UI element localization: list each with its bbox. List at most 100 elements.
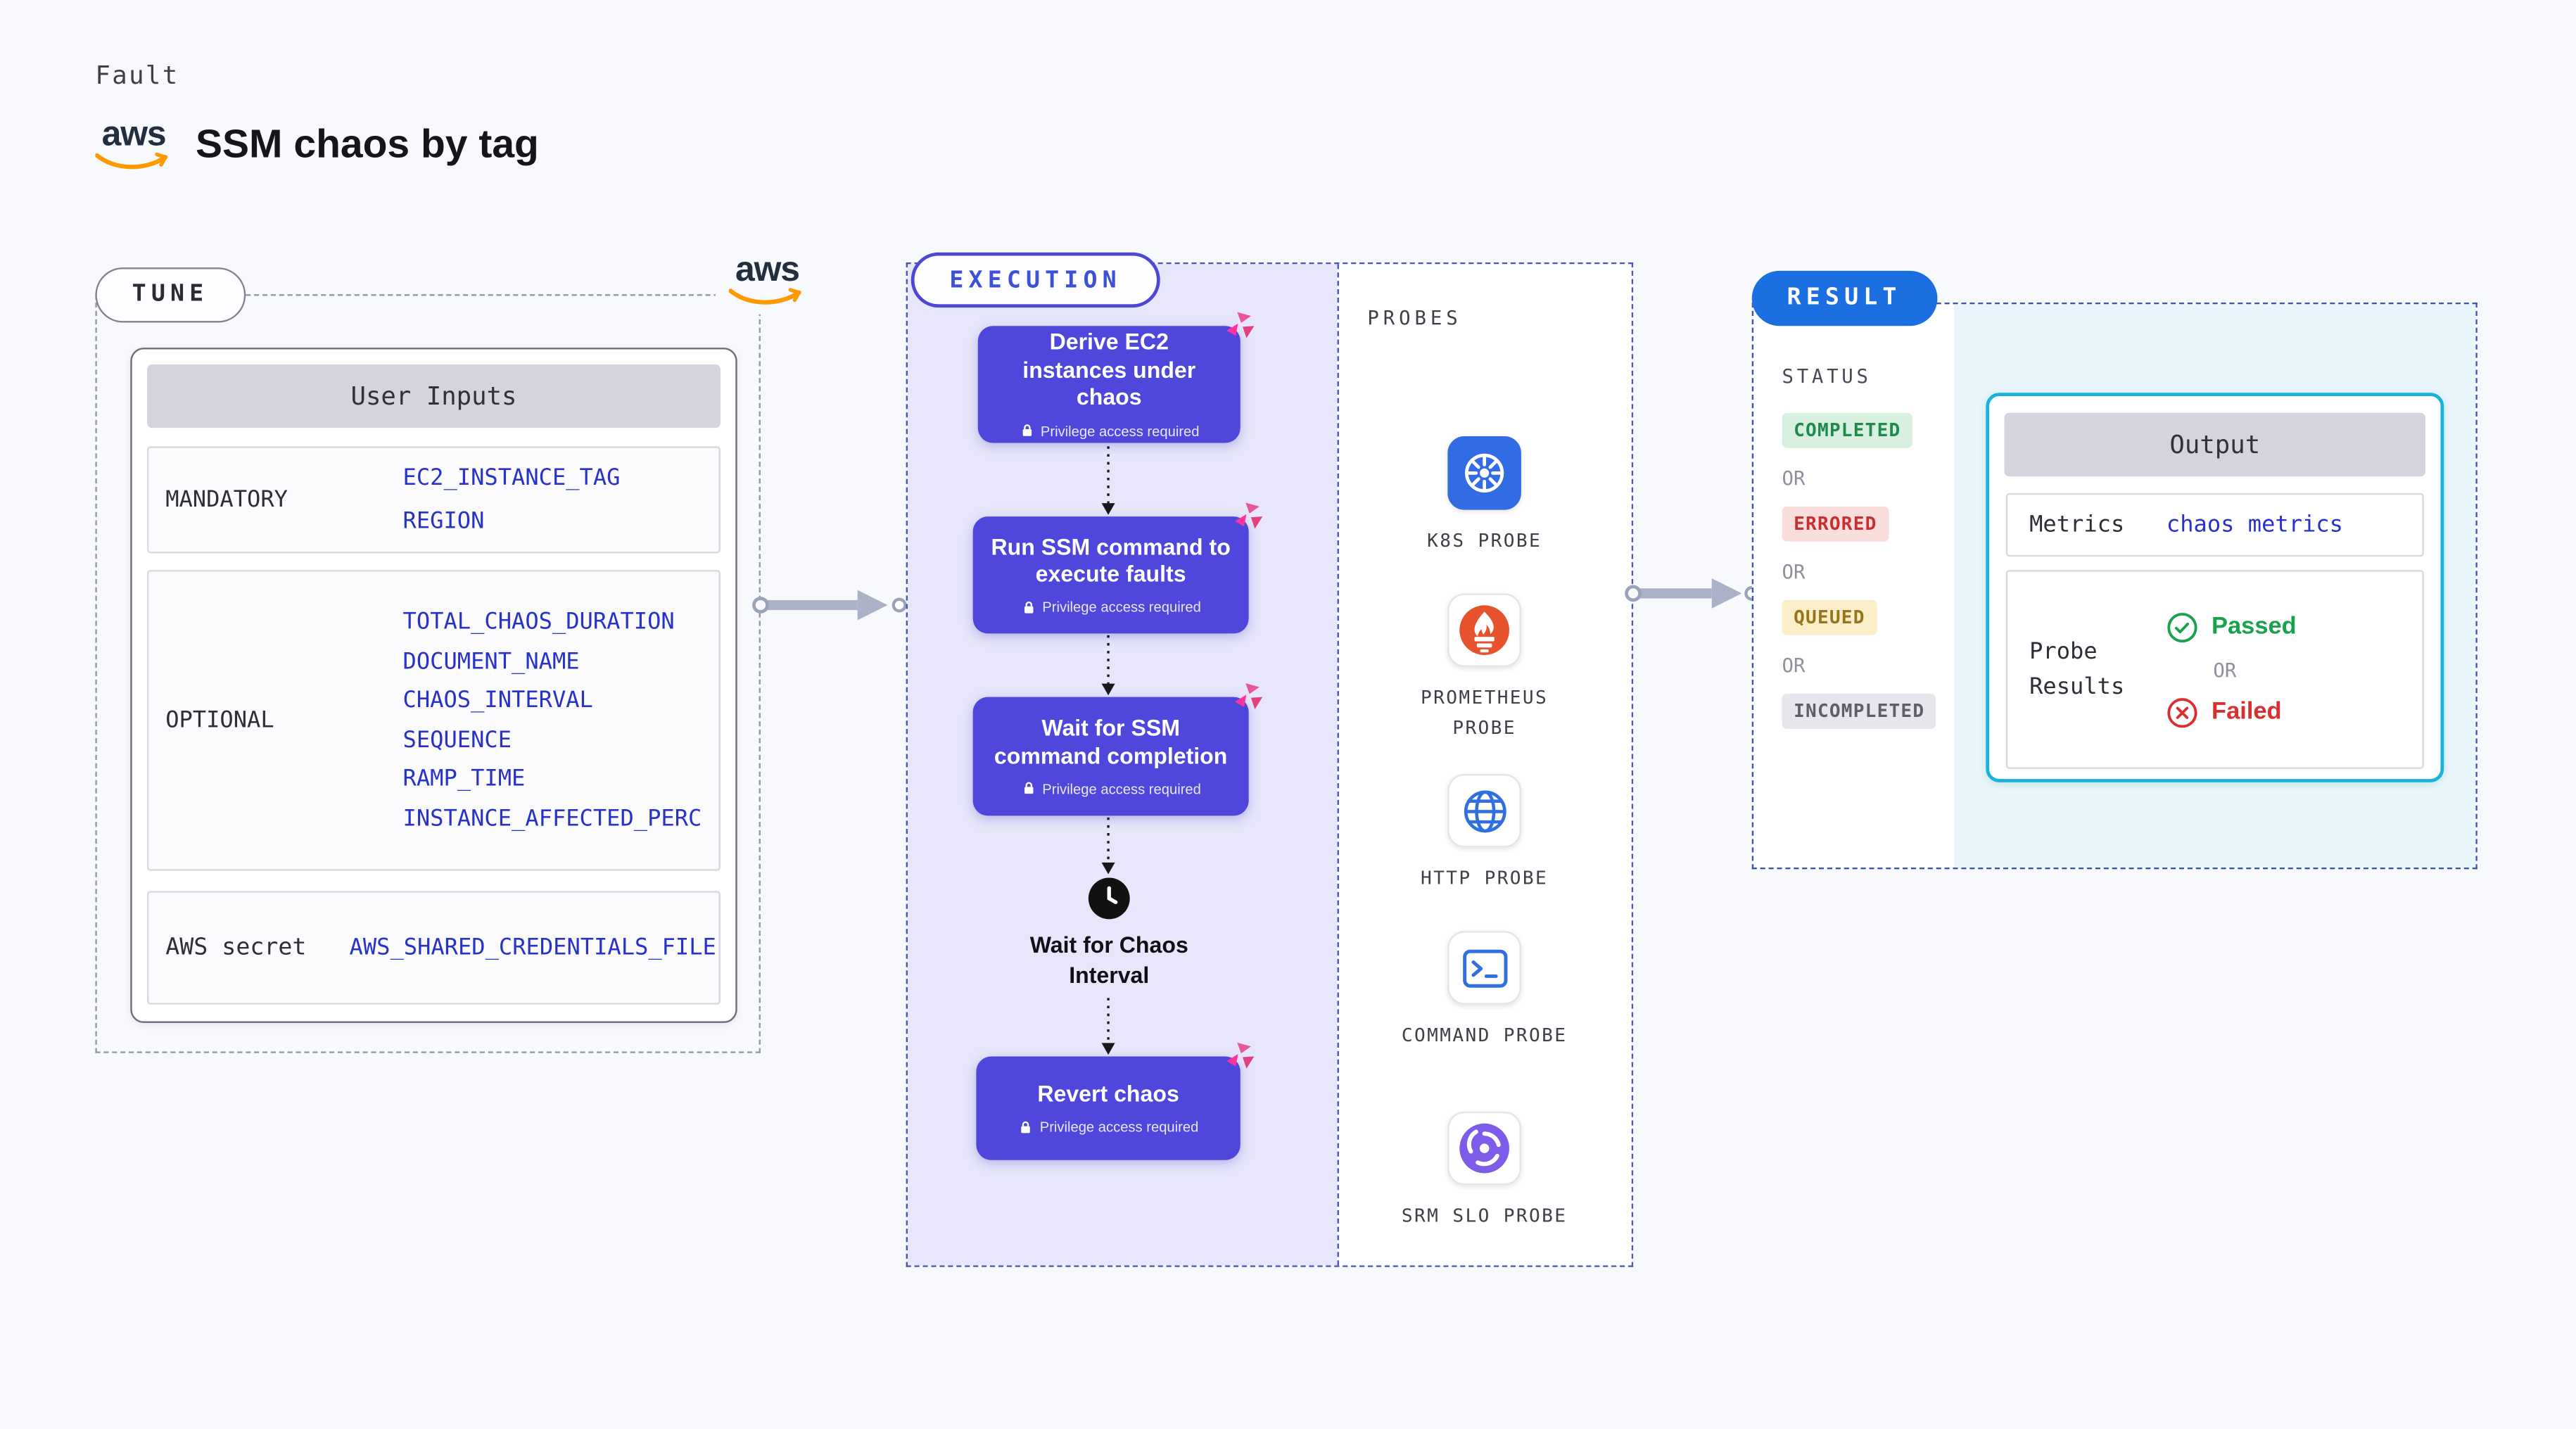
probe-label: HTTP PROBE	[1421, 867, 1549, 889]
mandatory-row: MANDATORY EC2_INSTANCE_TAG REGION	[147, 446, 721, 554]
or-label: OR	[1782, 559, 1806, 584]
aws-smile-icon	[728, 288, 801, 305]
privilege-badge-label: Privilege access required	[1039, 1118, 1199, 1136]
metrics-value: chaos metrics	[2166, 511, 2343, 538]
output-header: Output	[2004, 412, 2426, 477]
status-badge-errored: ERRORED	[1782, 506, 1889, 542]
title-row: aws SSM chaos by tag	[95, 117, 539, 174]
aws-logo: aws	[95, 117, 172, 174]
env-variable: REGION	[402, 508, 485, 535]
privilege-badge-label: Privilege access required	[1040, 422, 1200, 440]
prometheus-icon	[1447, 593, 1521, 667]
probe-label: SRM SLO PROBE	[1401, 1205, 1568, 1227]
row-label: AWS secret	[165, 934, 307, 962]
probe-results-values: Passed OR Failed	[2166, 571, 2297, 767]
aws-secret-row: AWS secret AWS_SHARED_CREDENTIALS_FILE	[147, 891, 721, 1005]
clock-icon	[1088, 877, 1130, 920]
probe-results-label: Probe Results	[2029, 639, 2125, 700]
status-badge-completed: COMPLETED	[1782, 412, 1913, 448]
step-derive-ec2-instances: Derive EC2 instances under chaos Privile…	[977, 312, 1255, 443]
env-variable: AWS_SHARED_CREDENTIALS_FILE	[349, 934, 716, 962]
output-card: Output Metrics chaos metrics Probe Resul…	[1986, 393, 2444, 782]
failed-line: Failed	[2166, 696, 2297, 728]
execution-pill: EXECUTION	[911, 252, 1160, 308]
step-run-ssm-command: Run SSM command to execute faults Privil…	[972, 502, 1263, 634]
flow-connector	[1101, 635, 1115, 696]
step-revert-chaos: Revert chaos Privilege access required	[976, 1042, 1255, 1160]
check-circle-icon	[2167, 611, 2197, 642]
privilege-badge-label: Privilege access required	[1042, 780, 1201, 798]
tune-section	[95, 294, 761, 1053]
user-inputs-header: User Inputs	[147, 364, 721, 428]
lock-icon	[1021, 1121, 1030, 1133]
metrics-label: Metrics	[2029, 511, 2125, 538]
row-values: AWS_SHARED_CREDENTIALS_FILE	[350, 893, 716, 1003]
lock-icon	[1023, 601, 1033, 614]
kubernetes-icon	[1447, 436, 1521, 510]
env-variable: DOCUMENT_NAME	[402, 648, 580, 675]
or-label: OR	[1782, 653, 1806, 678]
lock-icon	[1022, 424, 1031, 437]
or-label: OR	[1782, 466, 1806, 490]
probe-results-row: Probe Results Passed OR Failed	[2005, 570, 2424, 769]
probe-k8s: K8S PROBE	[1389, 436, 1580, 557]
step-title: Revert chaos	[1037, 1081, 1179, 1107]
step-title: Derive EC2 instances under chaos	[1022, 329, 1196, 410]
probe-label: PROMETHEUS PROBE	[1421, 687, 1549, 739]
aws-smile-icon	[95, 152, 168, 170]
env-variable: SEQUENCE	[402, 726, 512, 754]
fault-kicker: Fault	[95, 60, 179, 91]
status-badge-incompleted: INCOMPLETED	[1782, 693, 1936, 729]
env-variable: TOTAL_CHAOS_DURATION	[402, 609, 675, 636]
chaos-icon	[1226, 1042, 1255, 1069]
probes-heading: PROBES	[1367, 305, 1462, 330]
flow-arrow	[752, 590, 907, 621]
step-title: Wait for SSM command completion	[994, 715, 1228, 768]
chaos-icon	[1235, 683, 1263, 710]
row-values: TOTAL_CHAOS_DURATION DOCUMENT_NAME CHAOS…	[403, 571, 702, 869]
env-variable: INSTANCE_AFFECTED_PERC	[402, 805, 702, 832]
flow-connector	[1101, 446, 1115, 515]
probe-http: HTTP PROBE	[1389, 773, 1580, 894]
probes-panel	[1337, 264, 1632, 1266]
result-pill: RESULT	[1751, 270, 1937, 326]
aws-wordmark: aws	[735, 250, 800, 289]
srm-slo-icon	[1447, 1111, 1521, 1186]
x-circle-icon	[2167, 697, 2197, 728]
probe-label: K8S PROBE	[1427, 530, 1542, 552]
step-wait-ssm-completion: Wait for SSM command completion Privileg…	[972, 683, 1263, 816]
tune-pill: TUNE	[95, 267, 246, 323]
probe-label: COMMAND PROBE	[1401, 1024, 1568, 1047]
privilege-badge: Privilege access required	[989, 780, 1231, 797]
env-variable: EC2_INSTANCE_TAG	[402, 464, 621, 492]
failed-label: Failed	[2212, 699, 2282, 726]
status-badge-queued: QUEUED	[1782, 599, 1877, 635]
privilege-badge: Privilege access required	[989, 599, 1231, 616]
flow-arrow	[1625, 578, 1760, 609]
lock-icon	[1023, 782, 1033, 795]
privilege-badge: Privilege access required	[995, 422, 1224, 439]
chaos-icon	[1226, 312, 1255, 338]
terminal-icon	[1447, 931, 1521, 1005]
step-title: Run SSM command to execute faults	[991, 534, 1231, 587]
globe-icon	[1447, 773, 1521, 848]
probe-command: COMMAND PROBE	[1389, 931, 1580, 1051]
optional-row: OPTIONAL TOTAL_CHAOS_DURATION DOCUMENT_N…	[147, 570, 721, 871]
row-label: OPTIONAL	[165, 706, 274, 734]
metrics-row: Metrics chaos metrics	[2005, 493, 2424, 557]
aws-wordmark: aws	[101, 115, 167, 154]
chaos-icon	[1235, 502, 1263, 529]
env-variable: RAMP_TIME	[402, 766, 526, 793]
row-values: EC2_INSTANCE_TAG REGION	[403, 448, 621, 552]
row-label: MANDATORY	[165, 486, 288, 514]
user-inputs-card: User Inputs MANDATORY EC2_INSTANCE_TAG R…	[130, 348, 737, 1023]
passed-line: Passed	[2166, 611, 2297, 642]
probe-srm-slo: SRM SLO PROBE	[1389, 1111, 1580, 1232]
or-label: OR	[2213, 657, 2237, 682]
privilege-badge: Privilege access required	[993, 1119, 1224, 1136]
flow-connector	[1101, 817, 1115, 875]
env-variable: CHAOS_INTERVAL	[402, 687, 593, 715]
status-heading: STATUS	[1782, 364, 1872, 388]
flow-connector	[1101, 998, 1115, 1055]
